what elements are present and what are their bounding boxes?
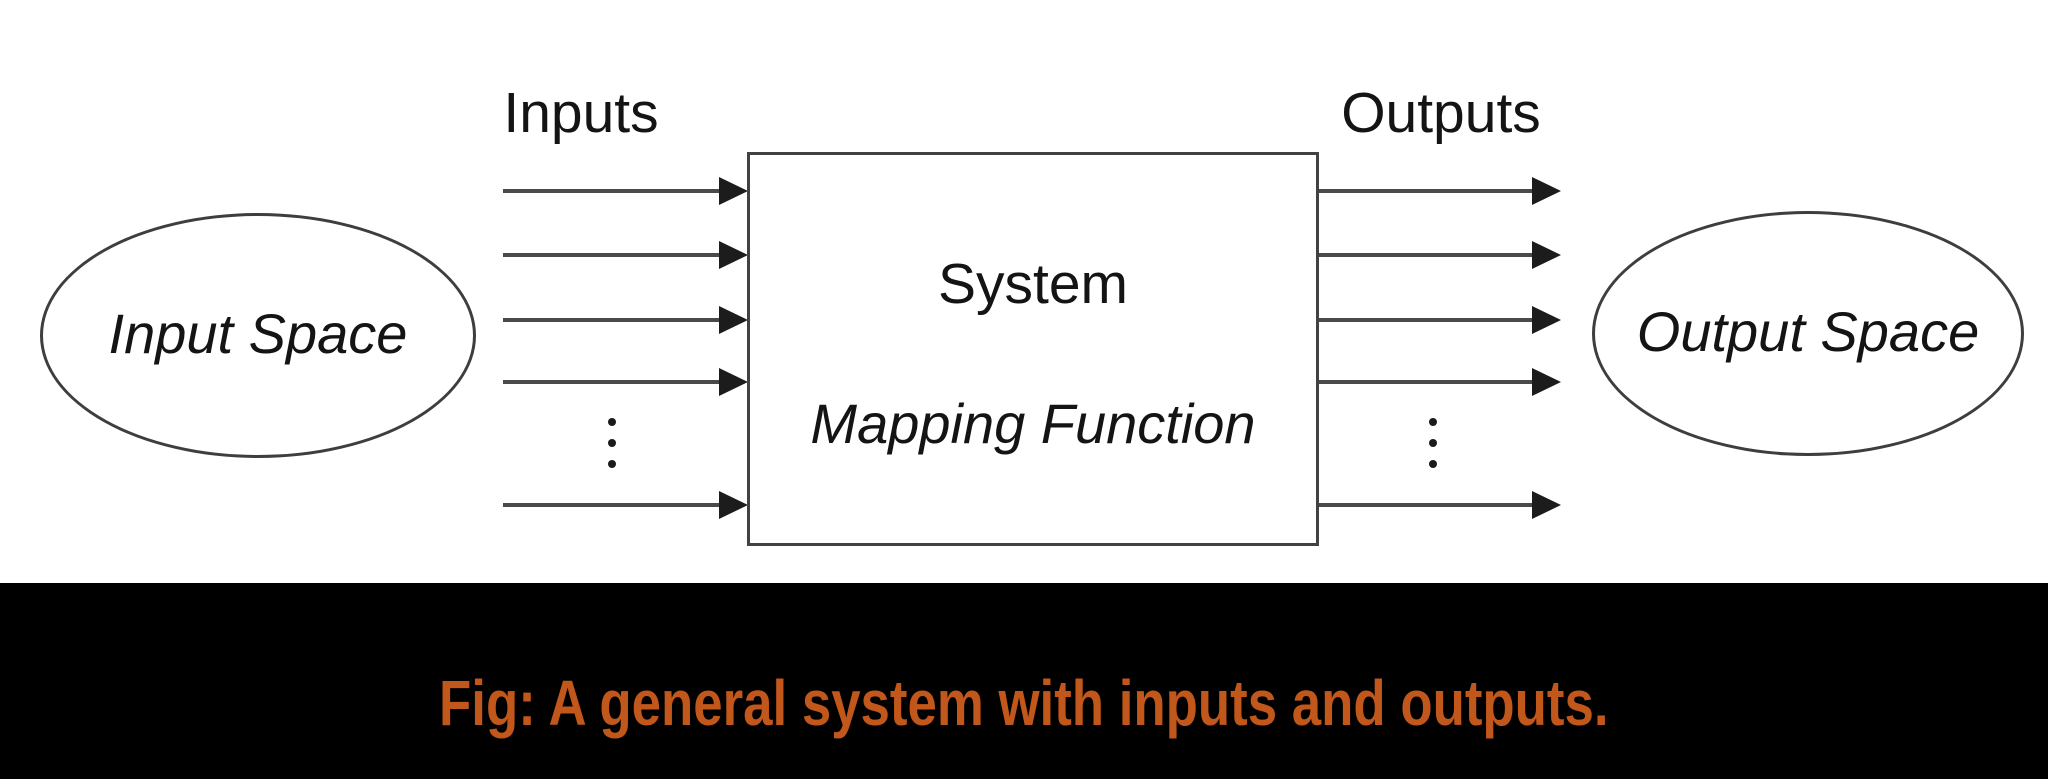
arrowhead-icon (1532, 368, 1561, 396)
arrowhead-icon (719, 306, 748, 334)
input-arrow-4 (503, 368, 748, 396)
input-arrow-5 (503, 491, 748, 519)
outputs-label: Outputs (1341, 81, 1541, 145)
dot (608, 418, 616, 426)
arrowhead-icon (719, 368, 748, 396)
system-box-subtitle: Mapping Function (810, 392, 1256, 455)
vertical-ellipsis-icon (608, 418, 616, 468)
input-arrow-1 (503, 177, 748, 205)
figure-caption-text: Fig: A general system with inputs and ou… (439, 667, 1609, 739)
output-arrow-3 (1318, 306, 1561, 334)
input-space-label: Input Space (108, 301, 408, 365)
dot (608, 460, 616, 468)
system-diagram: Input Space Output Space Inputs Outputs … (40, 81, 2024, 546)
output-arrow-1 (1318, 177, 1561, 205)
dot (608, 439, 616, 447)
system-box: System Mapping Function (747, 152, 1319, 546)
dot (1429, 460, 1437, 468)
arrowhead-icon (1532, 306, 1561, 334)
output-space-ellipse: Output Space (1592, 211, 2024, 456)
figure-caption: Fig: A general system with inputs and ou… (0, 666, 2048, 740)
arrowhead-icon (1532, 177, 1561, 205)
input-arrow-3 (503, 306, 748, 334)
arrows-layer (503, 177, 1561, 519)
caption-bar: Fig: A general system with inputs and ou… (0, 583, 2048, 779)
inputs-label: Inputs (503, 81, 659, 145)
arrowhead-icon (1532, 241, 1561, 269)
system-box-title: System (937, 252, 1129, 316)
arrowhead-icon (719, 177, 748, 205)
output-arrow-5 (1318, 491, 1561, 519)
arrowhead-icon (719, 241, 748, 269)
vertical-ellipsis-icon (1429, 418, 1437, 468)
arrowhead-icon (1532, 491, 1561, 519)
dot (1429, 439, 1437, 447)
arrowhead-icon (719, 491, 748, 519)
output-arrow-4 (1318, 368, 1561, 396)
input-arrow-2 (503, 241, 748, 269)
output-space-label: Output Space (1636, 299, 1980, 363)
dot (1429, 418, 1437, 426)
output-arrow-2 (1318, 241, 1561, 269)
input-space-ellipse: Input Space (40, 213, 476, 458)
